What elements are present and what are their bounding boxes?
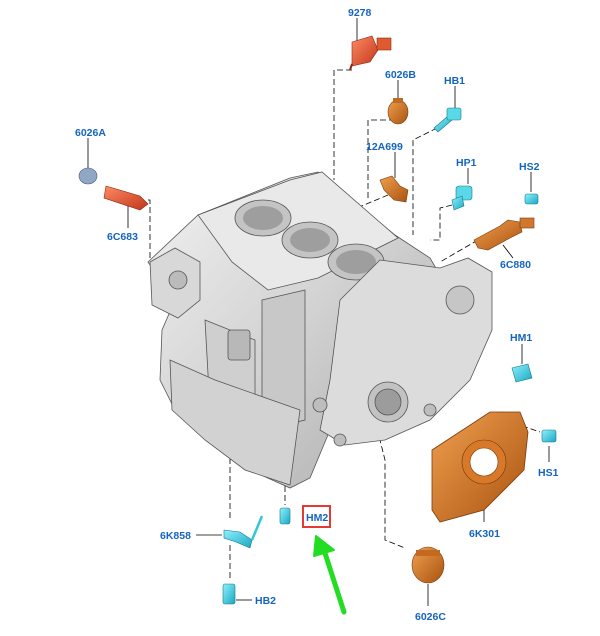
block-pocket bbox=[227, 329, 251, 361]
callout-HM2[interactable]: HM2 bbox=[306, 512, 328, 524]
callout-12A699[interactable]: 12A699 bbox=[366, 141, 403, 153]
end-face-hole bbox=[445, 285, 475, 315]
highlight-box bbox=[302, 505, 331, 528]
callout-6K858[interactable]: 6K858 bbox=[160, 530, 191, 542]
boss-hole bbox=[168, 270, 188, 290]
part-HS2 bbox=[524, 193, 539, 205]
bore-inner-2 bbox=[290, 228, 330, 252]
part-HM1 bbox=[511, 363, 533, 383]
callout-HS2[interactable]: HS2 bbox=[519, 161, 540, 173]
callout-6026B[interactable]: 6026B bbox=[385, 69, 416, 81]
callout-HS1[interactable]: HS1 bbox=[538, 467, 559, 479]
part-HB1 bbox=[433, 107, 462, 133]
callout-HB1[interactable]: HB1 bbox=[444, 75, 465, 87]
part-HS1 bbox=[541, 429, 557, 443]
part-12A699 bbox=[379, 175, 409, 203]
callout-6K301[interactable]: 6K301 bbox=[469, 528, 500, 540]
part-6026A bbox=[78, 167, 98, 185]
green-arrow bbox=[313, 535, 347, 615]
part-6C683 bbox=[103, 185, 149, 211]
engine-block bbox=[147, 171, 493, 489]
part-9278 bbox=[349, 35, 392, 71]
callout-HM1[interactable]: HM1 bbox=[510, 332, 532, 344]
callout-HP1[interactable]: HP1 bbox=[456, 157, 477, 169]
callout-6C683[interactable]: 6C683 bbox=[107, 231, 138, 243]
callout-6C880[interactable]: 6C880 bbox=[500, 259, 531, 271]
callout-HB2[interactable]: HB2 bbox=[255, 595, 276, 607]
bore-inner-3 bbox=[336, 250, 376, 274]
part-6026C bbox=[411, 546, 445, 584]
callout-6026A[interactable]: 6026A bbox=[75, 127, 106, 139]
callout-9278[interactable]: 9278 bbox=[348, 7, 372, 19]
end-bolt-hole-2 bbox=[333, 433, 347, 447]
callout-labels: 9278 6026B HB1 6026A 12A699 HP1 HS2 6C68… bbox=[75, 7, 559, 623]
part-6K858 bbox=[223, 515, 264, 549]
part-HM2 bbox=[279, 507, 291, 525]
part-6026B bbox=[387, 98, 409, 125]
part-HP1 bbox=[451, 185, 473, 211]
end-bolt-hole-3 bbox=[423, 403, 437, 417]
crank-bore-inner bbox=[374, 388, 402, 416]
block-rib-2 bbox=[261, 289, 306, 431]
part-6C880 bbox=[473, 217, 535, 251]
bore-inner-1 bbox=[243, 206, 283, 230]
callout-6026C[interactable]: 6026C bbox=[415, 611, 446, 623]
end-bolt-hole-1 bbox=[312, 397, 328, 413]
block-skirt bbox=[169, 359, 301, 486]
part-6K301 bbox=[431, 411, 529, 523]
part-HB2 bbox=[222, 583, 236, 605]
